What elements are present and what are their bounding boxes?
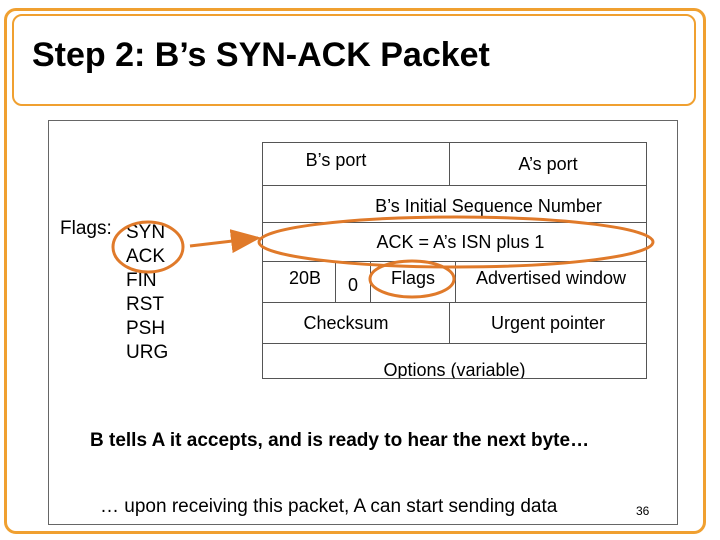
slide-frame [4, 8, 706, 534]
ack-field-circle [257, 215, 655, 269]
ack-label: ACK = A’s ISN plus 1 [376, 231, 545, 252]
urgent-label: Urgent pointer [490, 312, 606, 333]
syn-ack-circle [111, 220, 185, 274]
ack-cell: ACK = A’s ISN plus 1 [262, 222, 647, 262]
pointer-arrow [189, 229, 261, 254]
flag-ack: ACK [126, 246, 166, 267]
flag-psh: PSH [126, 318, 166, 339]
src-port-cell: B’s port [262, 142, 450, 186]
flag-urg: URG [126, 342, 169, 363]
options-cell: Options (variable) [262, 343, 647, 379]
flags-heading: Flags: [60, 218, 112, 239]
options-label: Options (variable) [383, 359, 526, 379]
page-number: 36 [636, 504, 650, 518]
explanation-caption: B tells A it accepts, and is ready to he… [90, 430, 590, 451]
checksum-cell: Checksum [262, 302, 450, 344]
flag-rst: RST [126, 294, 164, 315]
flag-syn: SYN [126, 222, 166, 243]
dst-port-label: A’s port [518, 153, 578, 174]
src-port-label: B’s port [305, 149, 367, 170]
urgent-cell: Urgent pointer [449, 302, 647, 344]
checksum-label: Checksum [303, 312, 389, 333]
flags-field-label: Flags [390, 267, 435, 288]
title-box [12, 14, 696, 106]
hdr-len-label: 20B [288, 267, 322, 288]
explanation-caption-secondary: … upon receiving this packet, A can star… [100, 496, 558, 517]
seq-label: B’s Initial Sequence Number [375, 195, 602, 216]
slide-title: Step 2: B’s SYN-ACK Packet [32, 36, 490, 74]
window-label: Advertised window [475, 267, 627, 288]
reserved-label: 0 [347, 274, 358, 295]
flags-field-circle [368, 259, 456, 299]
flag-fin: FIN [126, 270, 157, 291]
